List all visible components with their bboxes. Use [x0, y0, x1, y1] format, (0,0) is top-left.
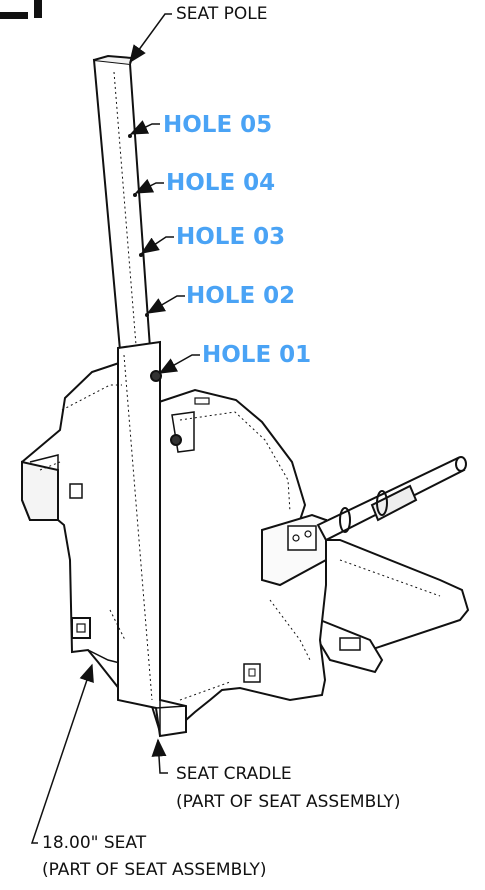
- seat-cradle-note: (PART OF SEAT ASSEMBLY): [176, 792, 401, 812]
- hole-02-label: HOLE 02: [186, 283, 296, 309]
- seat-size-label: 18.00" SEAT: [42, 833, 147, 853]
- hole-04-label: HOLE 04: [166, 170, 276, 196]
- header-glyph: [0, 0, 42, 19]
- seat-cradle-panel: [149, 388, 327, 734]
- handle-bar: [316, 456, 467, 542]
- seat-size-note: (PART OF SEAT ASSEMBLY): [42, 860, 267, 880]
- hole-05-label: HOLE 05: [163, 112, 273, 138]
- seat-cradle-label: SEAT CRADLE: [176, 764, 292, 784]
- hole-01-label: HOLE 01: [202, 342, 312, 368]
- seat-pole-label: SEAT POLE: [176, 4, 268, 24]
- hole-03-label: HOLE 03: [176, 224, 286, 250]
- seat-pole: [92, 54, 187, 738]
- seat-left-panel: [21, 360, 141, 703]
- panel-hidden-lines: [39, 384, 441, 701]
- leader-lines: [30, 13, 200, 844]
